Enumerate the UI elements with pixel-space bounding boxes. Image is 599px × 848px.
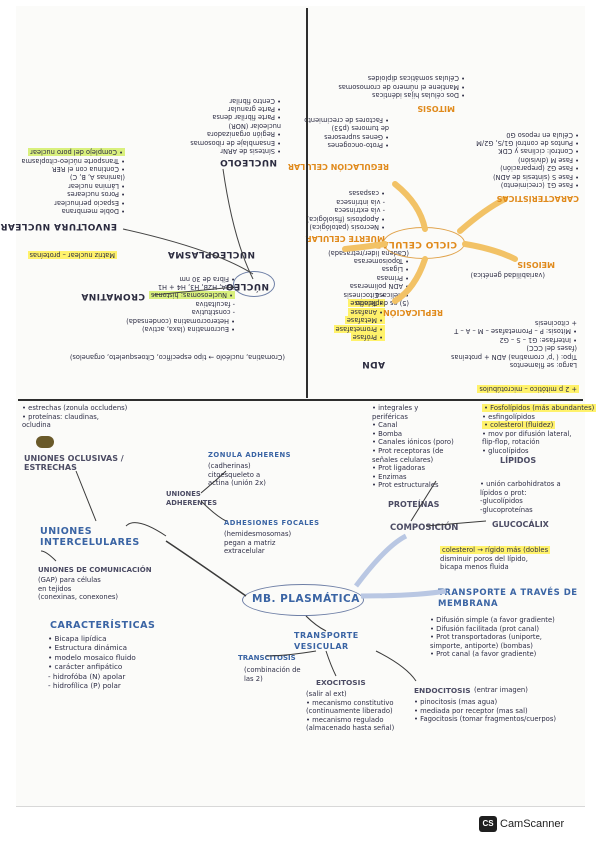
adhesiones-lines: (hemidesmosomas) pegan a matriz extracel… [224,530,292,556]
glucocalix-lines: • unión carbohidratos a lípidos o prot: … [480,480,561,514]
caracteristicas-bottom-lines: • Bicapa lipídica • Estructura dinámica … [48,634,136,691]
colesterol-note: colesterol → rígido más (dobles disminui… [440,546,551,572]
meiosis-lines: (variabilidad genética) [470,271,545,279]
regulacion-lines: • Proto-oncogenes • Genes supresores de … [304,115,389,149]
mitosis-lines: • Dos células hijas idénticas • Mantiene… [338,74,465,99]
transporte-membrana-lines: • Difusión simple (a favor gradiente) • … [430,616,555,659]
endocitosis-note: (entrar imagen) [474,686,528,694]
transporte-vesicular-title: TRANSPORTE VESICULAR [294,631,359,651]
comunicacion-lines: (GAP) para células en tejidos (conexinas… [38,576,119,602]
ciclo-connectors [342,181,518,304]
transcitosis-lines: (combinación de las 2) [244,666,301,683]
caracteristicas-bottom-title: CARACTERÍSTICAS [50,620,156,631]
top-half: + 2 p mitótico – microtúbulos ADN Largo:… [0,6,585,399]
endocitosis: ENDOCITOSIS [414,686,471,695]
proteinas-lines: • integrales y periféricas • Canal • Bom… [372,404,454,490]
scanned-page: + 2 p mitótico – microtúbulos ADN Largo:… [0,6,597,807]
glucocalix-title: GLUCOCÁLIX [492,520,549,529]
mitosis-title: MITOSIS [417,104,455,113]
endocitosis-lines: • pinocitosis (mas agua) • mediada por r… [414,698,557,724]
mb-plasmatica-title: MB. PLASMÁTICA [252,593,360,605]
junction-icon [36,436,54,448]
uniones-ocluyentes-lines: • estrechas (zonula occludens) • proteín… [22,404,128,430]
camscanner-brand: CamScanner [500,818,565,830]
uniones-adherentes: UNIONES ADHERENTES [166,490,217,507]
lipidos-title: LÍPIDOS [500,456,537,465]
regulacion-title: REGULACIÓN CELULAR [287,162,389,171]
meiosis-title: MEIOSIS [517,260,555,269]
exocitosis-lines: (salir al ext) • mecanismo constitutivo … [306,690,395,733]
transcitosis: TRANSCITOSIS [238,654,296,662]
nucleo-connectors [122,168,254,296]
mb-plasmatica-bubble [242,584,364,616]
exocitosis: EXOCITOSIS [316,678,366,687]
half-divider [18,399,583,401]
transporte-membrana-title: TRANSPORTE A TRAVÉS DE MEMBRANA [438,588,578,609]
comunicacion-title: UNIONES DE COMUNICACIÓN [38,566,152,574]
top-vertical-divider [306,8,308,398]
zonula-adherens: ZONULA ADHERENS [208,451,292,459]
zonula-lines: (cadherinas) citoesqueleto a actina (uni… [208,462,266,488]
lipidos-lines: • Fosfolípidos (más abundantes) • esfing… [482,404,597,455]
proteinas-title: PROTEÍNAS [388,500,440,509]
caracteristicas-lines: • Fase G1 (crecimiento) • Fase S (síntes… [476,130,579,189]
camscanner-logo-icon: CS [479,816,497,832]
uniones-intercelulares-title: UNIONES INTERCELULARES [40,526,140,548]
rotated-content: + 2 p mitótico – microtúbulos ADN Largo:… [0,6,585,399]
adhesiones-focales: ADHESIONES FOCALES [224,519,320,527]
bottom-connectors [40,470,487,682]
composicion-title: COMPOSICIÓN [390,523,459,533]
caracteristicas-title: CARACTERÍSTICAS [496,194,579,203]
uniones-ocluyentes-title: UNIONES OCLUSIVAS / ESTRECHAS [24,454,124,472]
